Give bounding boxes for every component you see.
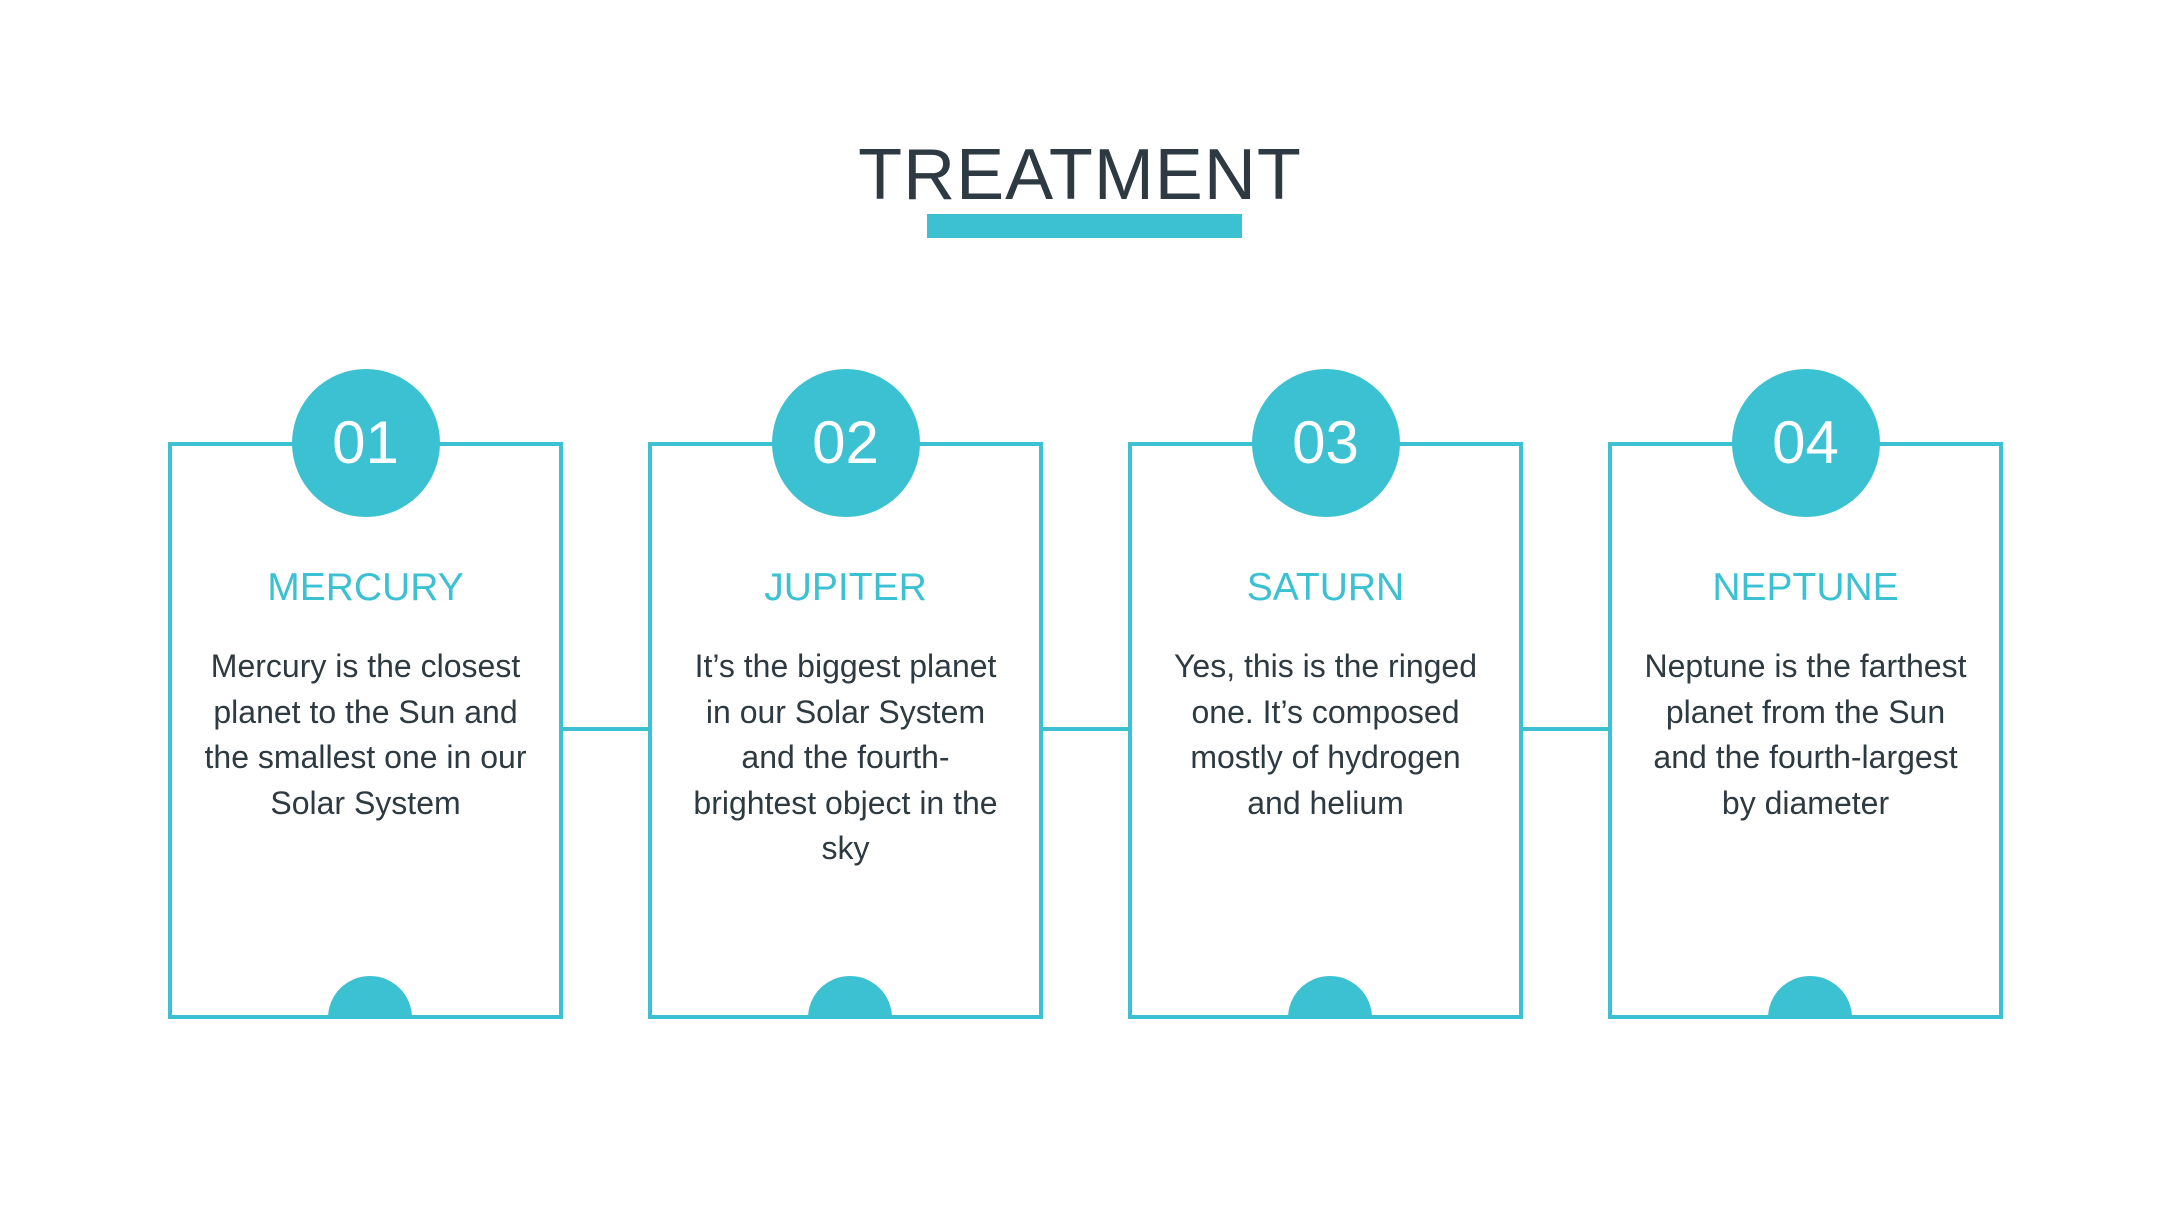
half-circle-decoration: [807, 976, 892, 1015]
title-underline: [927, 214, 1242, 238]
step-title: NEPTUNE: [1712, 566, 1899, 609]
step-card-jupiter: JUPITER It’s the biggest planet in our S…: [648, 442, 1043, 1019]
half-circle-decoration: [1287, 976, 1372, 1015]
connector-3-4: [1523, 727, 1609, 731]
step-card-mercury: MERCURY Mercury is the closest planet to…: [168, 442, 563, 1019]
step-number-badge: 03: [1251, 369, 1400, 517]
page-title: TREATMENT: [858, 135, 1302, 215]
step-title: JUPITER: [764, 566, 927, 609]
connector-1-2: [563, 727, 649, 731]
step-description: Mercury is the closest planet to the Sun…: [204, 648, 527, 821]
step-title: SATURN: [1246, 566, 1405, 609]
connector-2-3: [1043, 727, 1129, 731]
step-description: Yes, this is the ringed one. It’s compos…: [1174, 648, 1477, 821]
step-number-badge: 04: [1731, 369, 1880, 517]
half-circle-decoration: [327, 976, 412, 1015]
step-description: It’s the biggest planet in our Solar Sys…: [693, 648, 998, 866]
half-circle-decoration: [1767, 976, 1852, 1015]
step-card-neptune: NEPTUNE Neptune is the farthest planet f…: [1608, 442, 2003, 1019]
step-card-saturn: SATURN Yes, this is the ringed one. It’s…: [1128, 442, 1523, 1019]
step-description: Neptune is the farthest planet from the …: [1644, 648, 1967, 821]
step-number-badge: 02: [771, 369, 920, 517]
step-number-badge: 01: [291, 369, 440, 517]
step-title: MERCURY: [267, 566, 464, 609]
